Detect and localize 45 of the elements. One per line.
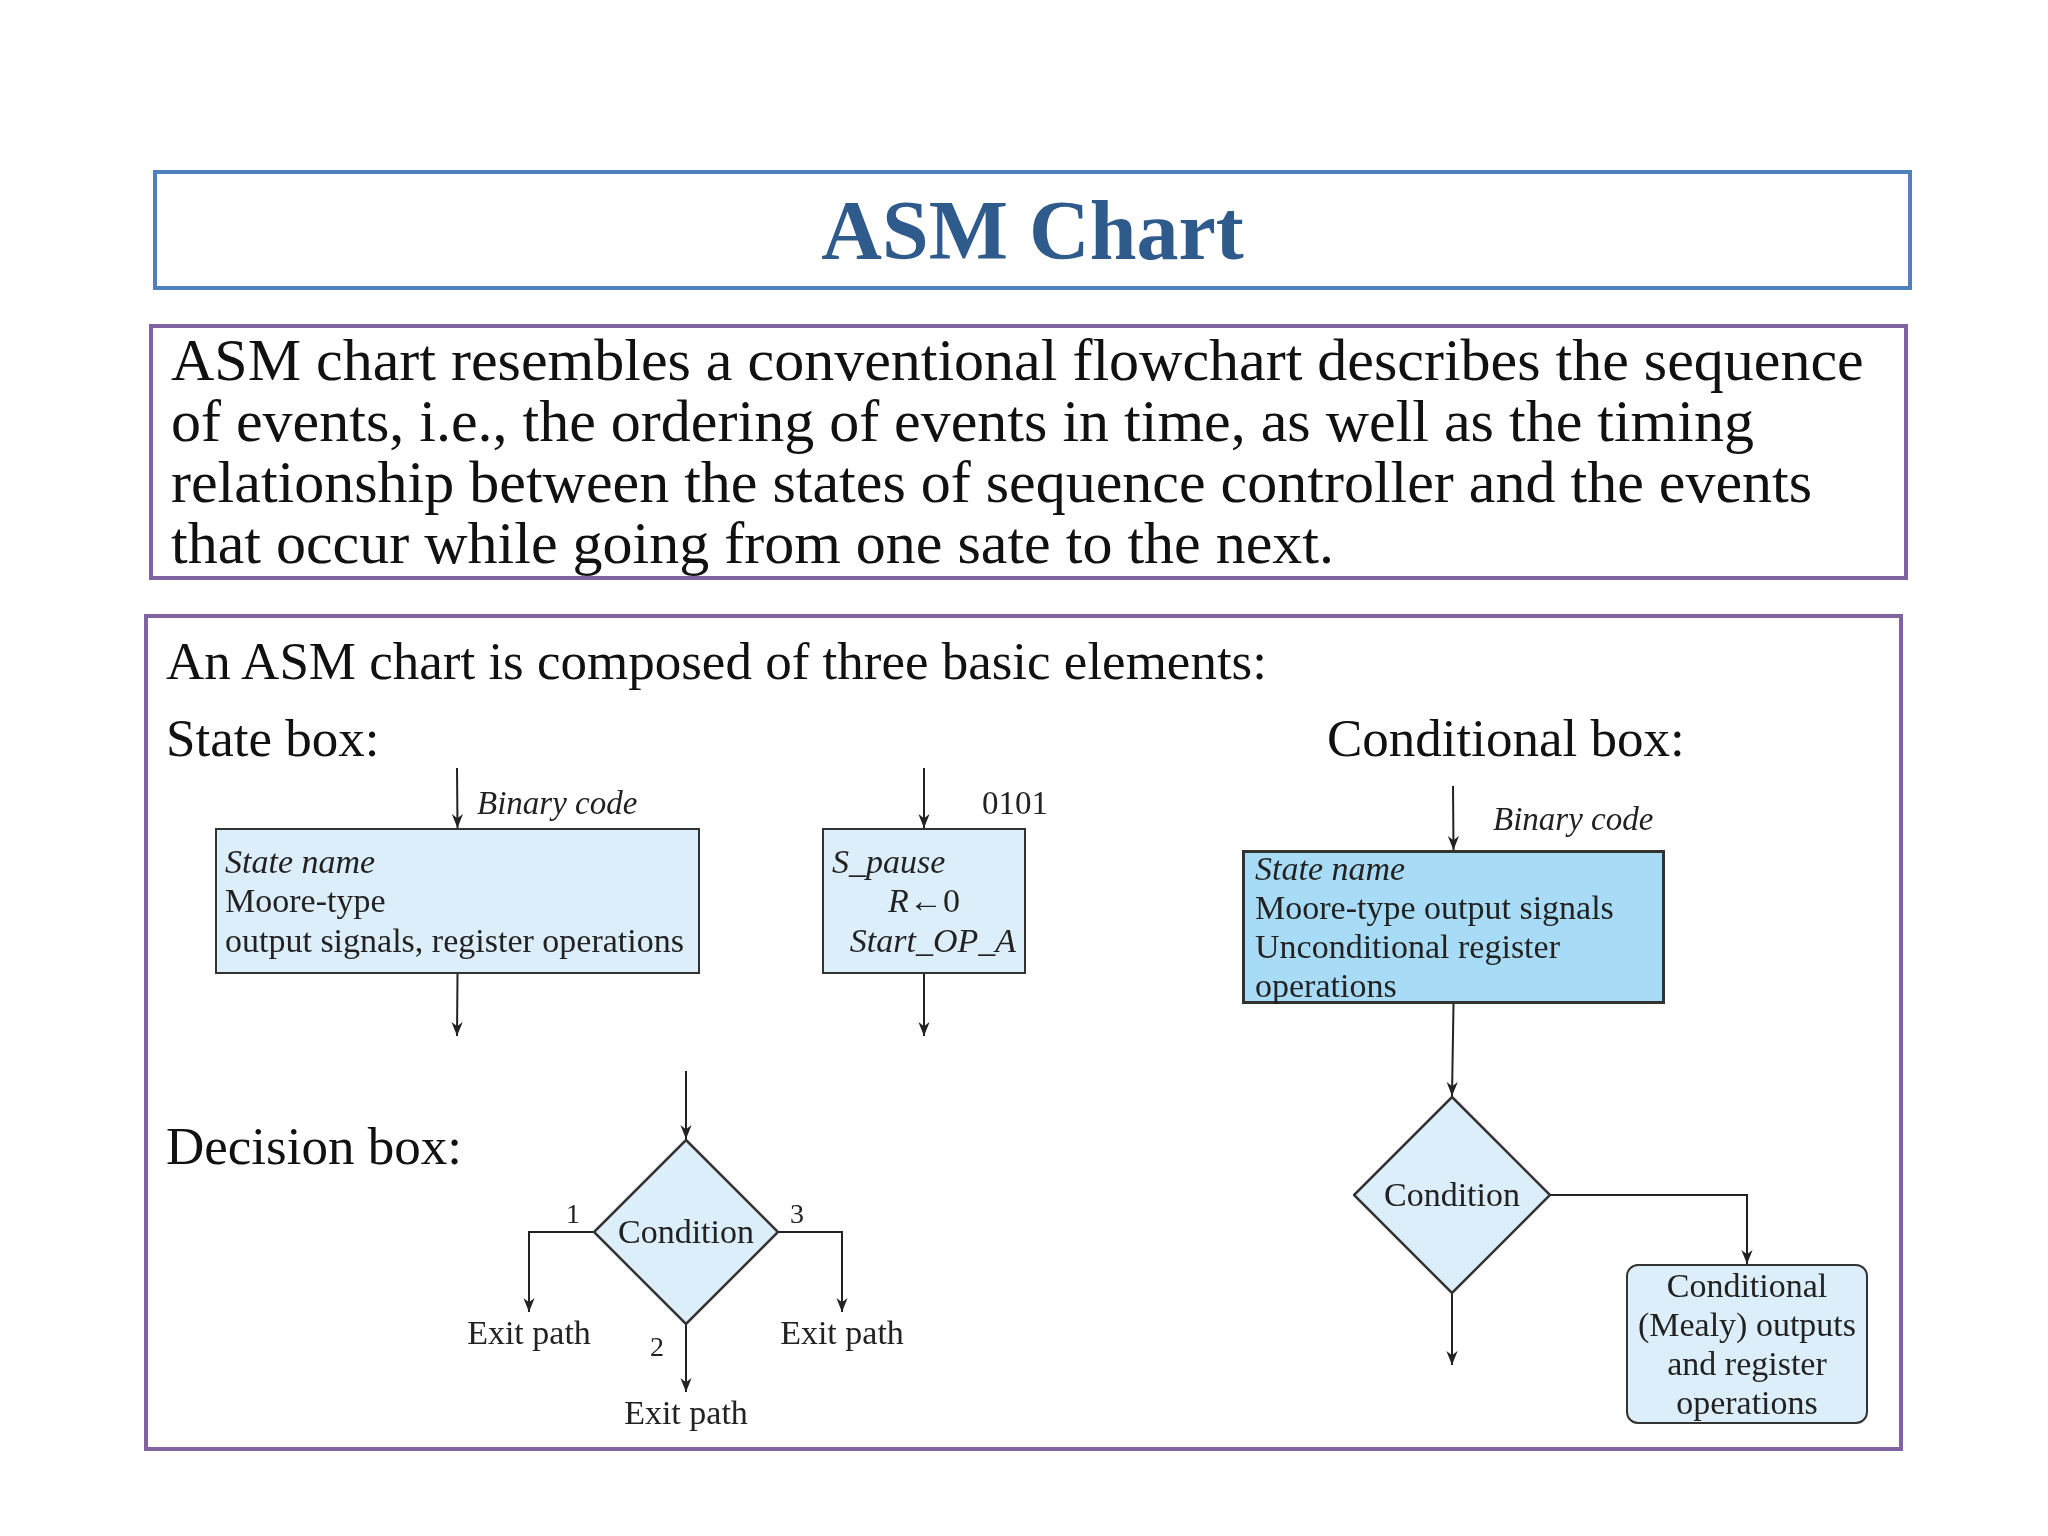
- arrow: [451, 767, 463, 829]
- state-text: State name: [1255, 848, 1407, 888]
- arrow: [1550, 1194, 1753, 1265]
- state-code-text: Binary code: [477, 784, 638, 823]
- title-text: ASM Chart: [821, 182, 1244, 279]
- arrow: [680, 1324, 692, 1393]
- decision-diamond: [1353, 1096, 1551, 1294]
- arrow: [1446, 1293, 1458, 1366]
- state-text: S_pause: [832, 842, 947, 882]
- state-box: [215, 828, 700, 974]
- edge-label: 3: [790, 1200, 804, 1228]
- decision-diamond: [593, 1139, 779, 1325]
- exit-path-text: Exit path: [772, 1312, 912, 1354]
- state-text: Moore-type: [225, 881, 387, 921]
- arrow: [778, 1231, 848, 1313]
- state-text: Unconditional register operations: [1255, 927, 1561, 1006]
- arrow: [451, 973, 463, 1037]
- output-text: Conditional (Mealy) outputs and register operations: [1636, 1265, 1858, 1423]
- state-text: State name: [225, 842, 377, 882]
- state-code-text: 0101: [982, 784, 1048, 823]
- arrow: [1447, 785, 1459, 851]
- condition-text: Condition: [618, 1212, 754, 1252]
- state-text: Start_OP_A: [848, 920, 1016, 960]
- exit-path-text: Exit path: [459, 1312, 599, 1354]
- arrow: [918, 767, 930, 829]
- state-text: Moore-type output signals: [1255, 887, 1615, 927]
- state-box: [822, 828, 1026, 974]
- state-text: output signals, register operations: [225, 920, 685, 960]
- exit-path-text: Exit path: [616, 1392, 756, 1434]
- description-text: ASM chart resembles a conventional flowchart describes the sequence of events, i.e., the ordering of events in time, as well as the timing relationship between the states of sequence controller and the events that occur while going from one sate to the next.: [171, 330, 1865, 574]
- arrow: [1446, 1003, 1458, 1097]
- panel-heading: An ASM chart is composed of three basic elements:: [166, 631, 1268, 692]
- condition-text: Condition: [1384, 1175, 1520, 1215]
- arrow: [680, 1070, 692, 1140]
- section-heading: Decision box:: [166, 1116, 462, 1177]
- section-heading: State box:: [166, 708, 380, 769]
- section-heading: Conditional box:: [1327, 708, 1685, 769]
- edge-label: 1: [566, 1200, 580, 1228]
- edge-label: 2: [650, 1333, 664, 1361]
- state-text: R←0: [887, 881, 961, 921]
- arrow: [918, 973, 930, 1037]
- arrow: [523, 1231, 594, 1313]
- state-code-text: Binary code: [1493, 800, 1654, 839]
- elements-panel: [144, 614, 1903, 1451]
- state-box: [1242, 850, 1665, 1004]
